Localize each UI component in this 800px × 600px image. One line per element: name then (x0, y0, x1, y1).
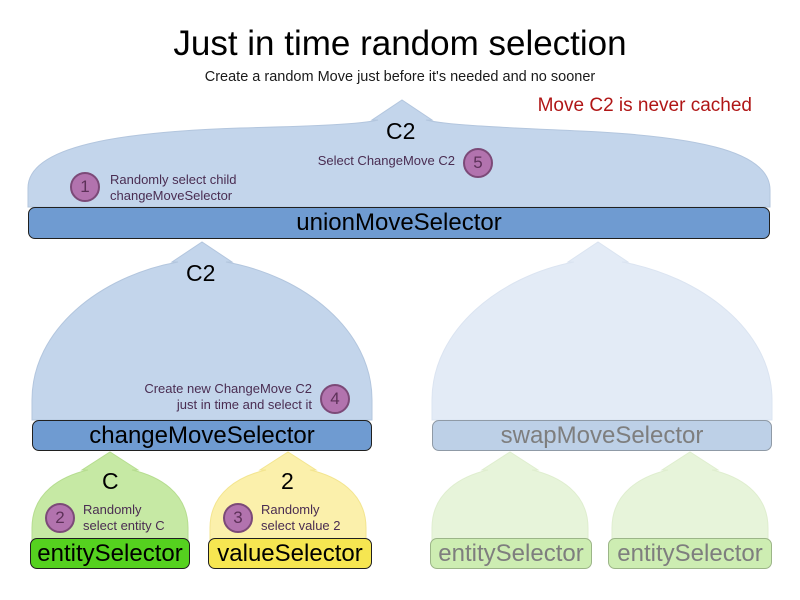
node-entity-selector[interactable]: entitySelector (30, 538, 190, 569)
callout-text-1-line-2: changeMoveSelector (110, 188, 233, 204)
arrow-label-top-c2: C2 (386, 118, 416, 144)
callout-text-4: Create new ChangeMove C2 just in time an… (112, 381, 312, 414)
callout-text-2-line-1: Randomly (83, 502, 142, 517)
callout-badge-5: 5 (463, 148, 493, 178)
callout-badge-4: 4 (320, 384, 350, 414)
callout-badge-3: 3 (223, 503, 253, 533)
arrow-swap-entity-right (611, 451, 769, 541)
arrow-label-entity-c: C (102, 468, 119, 494)
node-swap-entity-selector-left[interactable]: entitySelector (430, 538, 592, 569)
callout-text-3-line-2: select value 2 (261, 518, 341, 534)
callout-text-5-line-1: Select ChangeMove C2 (317, 153, 455, 168)
node-change-move-selector[interactable]: changeMoveSelector (32, 420, 372, 451)
callout-badge-1: 1 (70, 172, 100, 202)
callout-text-4-line-2: just in time and select it (176, 397, 312, 413)
page-subtitle: Create a random Move just before it's ne… (204, 69, 596, 85)
node-union-move-selector-label: unionMoveSelector (296, 209, 502, 236)
node-swap-move-selector-label: swapMoveSelector (500, 421, 704, 449)
arrow-change-to-union (31, 241, 373, 421)
arrow-label-change-c2: C2 (186, 260, 216, 286)
page-title: Just in time random selection (173, 24, 627, 63)
callout-text-1-line-1: Randomly select child (110, 172, 237, 187)
callout-text-1: Randomly select child changeMoveSelector (110, 172, 236, 205)
arrow-union-to-top (27, 99, 771, 208)
arrow-swap-to-union (431, 241, 773, 421)
callout-text-5: Select ChangeMove C2 (303, 153, 455, 169)
node-swap-entity-selector-left-label: entitySelector (438, 539, 584, 567)
node-entity-selector-label: entitySelector (37, 539, 183, 567)
callout-text-2: Randomly select entity C (83, 502, 165, 535)
callout-text-4-line-1: Create new ChangeMove C2 (144, 381, 312, 396)
node-change-move-selector-label: changeMoveSelector (89, 421, 315, 449)
arrow-label-value-2: 2 (281, 468, 294, 494)
node-value-selector-label: valueSelector (217, 539, 363, 567)
callout-text-3-line-1: Randomly (261, 502, 320, 517)
node-union-move-selector[interactable]: unionMoveSelector (28, 207, 770, 239)
callout-badge-2: 2 (45, 503, 75, 533)
node-swap-move-selector[interactable]: swapMoveSelector (432, 420, 772, 451)
arrow-swap-entity-left (431, 451, 589, 541)
node-swap-entity-selector-right-label: entitySelector (617, 539, 763, 567)
callout-text-3: Randomly select value 2 (261, 502, 341, 535)
callout-text-2-line-2: select entity C (83, 518, 165, 534)
node-swap-entity-selector-right[interactable]: entitySelector (608, 538, 772, 569)
warning-note: Move C2 is never cached (537, 95, 752, 116)
node-value-selector[interactable]: valueSelector (208, 538, 372, 569)
